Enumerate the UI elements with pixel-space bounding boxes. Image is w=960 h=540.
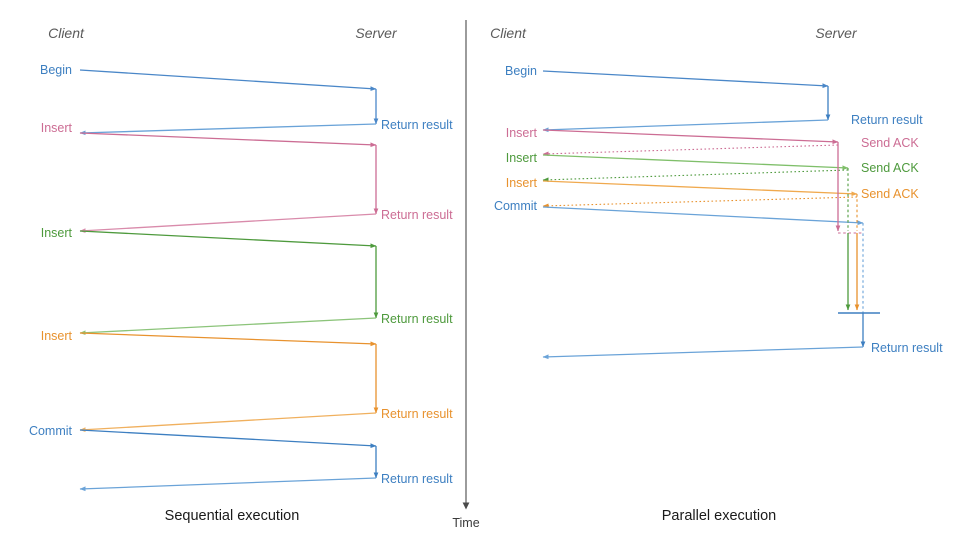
server-label-sequential-4: Return result bbox=[381, 472, 453, 486]
server-label-parallel-2: Send ACK bbox=[861, 161, 919, 175]
message-insert3-return bbox=[79, 412, 377, 433]
server-label-sequential-2: Return result bbox=[381, 312, 453, 326]
message-insert1-request bbox=[79, 132, 377, 148]
client-label-sequential-1: Insert bbox=[41, 121, 73, 135]
server-label-parallel-1: Send ACK bbox=[861, 136, 919, 150]
message-insert3-ack bbox=[542, 196, 858, 209]
message-insert2-ack bbox=[542, 169, 849, 183]
panel-header-server: Server bbox=[815, 25, 858, 41]
time-axis: Time bbox=[452, 20, 480, 530]
time-axis-label: Time bbox=[452, 516, 479, 530]
server-label-parallel-0: Return result bbox=[851, 113, 923, 127]
client-label-sequential-0: Begin bbox=[40, 63, 72, 77]
client-label-parallel-0: Begin bbox=[505, 64, 537, 78]
client-label-parallel-1: Insert bbox=[506, 126, 538, 140]
panel-header-client: Client bbox=[490, 25, 527, 41]
message-begin-return bbox=[542, 119, 829, 133]
message-commit-request bbox=[542, 206, 864, 226]
time-axis-arrowhead bbox=[462, 502, 470, 510]
client-label-sequential-4: Commit bbox=[29, 424, 73, 438]
client-label-parallel-2: Insert bbox=[506, 151, 538, 165]
message-insert2-request bbox=[542, 154, 849, 171]
client-label-parallel-3: Insert bbox=[506, 176, 538, 190]
message-insert3-request bbox=[542, 180, 858, 197]
message-commit-return bbox=[79, 477, 377, 492]
client-label-sequential-2: Insert bbox=[41, 226, 73, 240]
client-label-sequential-3: Insert bbox=[41, 329, 73, 343]
server-label-parallel-4: Return result bbox=[871, 341, 943, 355]
server-label-sequential-3: Return result bbox=[381, 407, 453, 421]
message-insert1-ack bbox=[542, 144, 839, 157]
message-insert1-return bbox=[79, 213, 377, 234]
server-label-parallel-3: Send ACK bbox=[861, 187, 919, 201]
client-label-parallel-4: Commit bbox=[494, 199, 538, 213]
message-begin-request bbox=[79, 69, 377, 92]
server-label-sequential-0: Return result bbox=[381, 118, 453, 132]
panel-header-client: Client bbox=[48, 25, 85, 41]
message-commit-return bbox=[542, 346, 864, 360]
server-label-sequential-1: Return result bbox=[381, 208, 453, 222]
message-insert3-request bbox=[79, 332, 377, 347]
message-begin-request bbox=[542, 70, 829, 89]
message-insert2-return bbox=[79, 317, 377, 336]
panel-caption-parallel: Parallel execution bbox=[662, 508, 776, 524]
panel-header-server: Server bbox=[355, 25, 398, 41]
message-commit-request bbox=[79, 429, 377, 449]
panel-caption-sequential: Sequential execution bbox=[165, 508, 300, 524]
message-insert1-request bbox=[542, 129, 839, 145]
message-insert2-request bbox=[79, 230, 377, 249]
message-begin-return bbox=[79, 123, 377, 136]
